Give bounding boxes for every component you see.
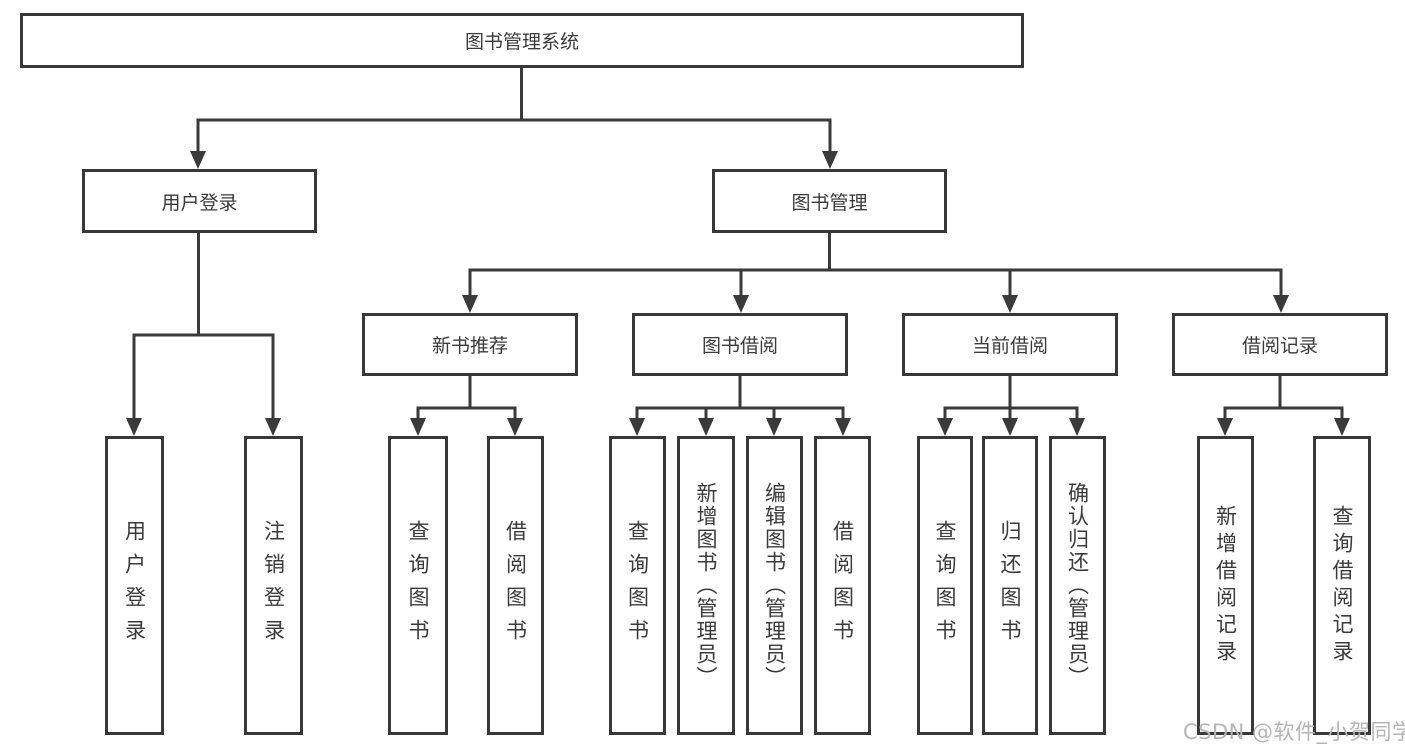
node-label: 查询图书	[406, 519, 430, 652]
leaf-add-books-admin: 新增图书（管理员）	[677, 436, 735, 735]
node-book-borrow: 图书借阅	[632, 313, 848, 376]
node-root-label: 图书管理系统	[464, 31, 579, 53]
node-label: 用户登录	[161, 191, 238, 214]
node-label: 新书推荐	[431, 335, 508, 357]
node-current-borrow: 当前借阅	[902, 313, 1118, 376]
node-label: 借阅记录	[1241, 335, 1318, 357]
leaf-query-borrow-record: 查询借阅记录	[1313, 436, 1371, 735]
leaf-user-login: 用户登录	[105, 436, 164, 735]
leaf-borrow-books: 借阅图书	[814, 436, 871, 735]
leaf-query-books-current: 查询图书	[917, 436, 973, 735]
node-label: 新增借阅记录	[1213, 504, 1238, 667]
node-label: 图书借阅	[701, 335, 778, 357]
node-label: 查询借阅记录	[1330, 504, 1354, 667]
leaf-add-borrow-record: 新增借阅记录	[1197, 436, 1254, 735]
node-root: 图书管理系统	[20, 13, 1024, 68]
leaf-edit-books-admin: 编辑图书（管理员）	[746, 436, 803, 735]
node-label: 确认归还（管理员）	[1065, 482, 1090, 689]
node-label: 归还图书	[998, 519, 1022, 652]
node-label: 借阅图书	[503, 519, 528, 652]
node-book-management: 图书管理	[712, 169, 947, 233]
leaf-query-books-recommend: 查询图书	[388, 436, 448, 735]
node-label: 新增图书（管理员）	[694, 482, 718, 689]
node-label: 借阅图书	[830, 519, 855, 652]
node-label: 图书管理	[791, 191, 868, 214]
node-label: 查询图书	[625, 519, 650, 652]
node-label: 编辑图书（管理员）	[762, 482, 787, 689]
node-label: 查询图书	[933, 519, 957, 652]
node-borrow-records: 借阅记录	[1172, 313, 1388, 376]
node-label: 用户登录	[122, 519, 147, 652]
leaf-return-books: 归还图书	[982, 436, 1038, 735]
node-label: 当前借阅	[971, 335, 1048, 357]
leaf-logout: 注销登录	[244, 436, 303, 735]
leaf-borrow-books-recommend: 借阅图书	[487, 436, 544, 735]
node-label: 注销登录	[261, 519, 286, 652]
node-user-login: 用户登录	[82, 169, 317, 233]
leaf-query-books-borrow: 查询图书	[609, 436, 666, 735]
node-new-book-recommend: 新书推荐	[362, 313, 578, 376]
leaf-confirm-return-admin: 确认归还（管理员）	[1049, 436, 1106, 735]
watermark: CSDN @软件_小贺同学	[1183, 720, 1405, 744]
